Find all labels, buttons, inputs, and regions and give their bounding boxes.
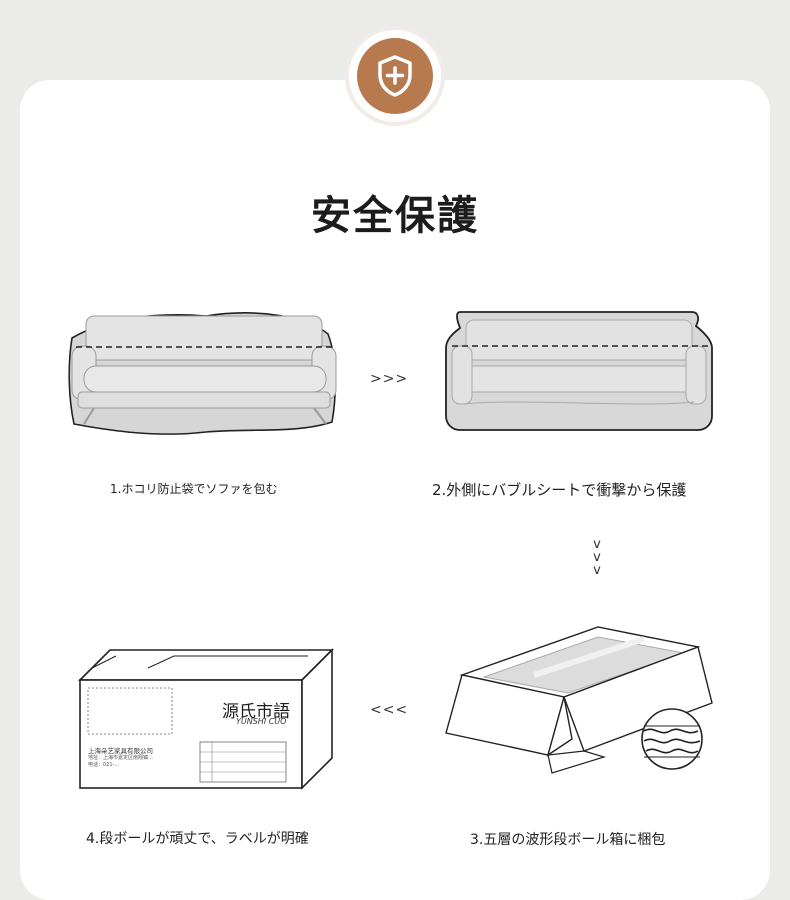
sofa-bubble-wrap-illustration [445, 311, 713, 431]
page-title: 安全保護 [311, 193, 479, 239]
shield-badge [357, 38, 433, 114]
box-brand-sub: YUNSHI CUO [236, 717, 287, 726]
step-2-label: 2.外側にバブルシートで衝撃から保護 [432, 481, 687, 499]
labeled-carton-illustration [78, 648, 334, 790]
shield-plus-icon [378, 55, 412, 97]
sofa-dust-bag-illustration [68, 312, 337, 435]
arrow-down-chevron: v [593, 563, 601, 578]
step-1-label: 1.ホコリ防止袋でソファを包む [110, 482, 278, 496]
box-phone: 电话：021-… [88, 762, 120, 768]
arrow-down: v v v [590, 538, 604, 577]
arrow-right: >>> [370, 371, 409, 387]
box-address: 地址：上海市嘉定区南翔镇… [88, 755, 154, 761]
box-company: 上海朵艺家具有限公司 [88, 747, 153, 755]
box-brand: 源氏市語 [222, 702, 290, 722]
corrugated-box-illustration [445, 626, 713, 774]
step-3-label: 3.五層の波形段ボール箱に梱包 [470, 832, 666, 848]
arrow-down-chevron: v [593, 537, 601, 552]
step-4-label: 4.段ボールが頑丈で、ラベルが明確 [86, 831, 309, 847]
arrow-left: <<< [370, 702, 409, 718]
arrow-down-chevron: v [593, 550, 601, 565]
